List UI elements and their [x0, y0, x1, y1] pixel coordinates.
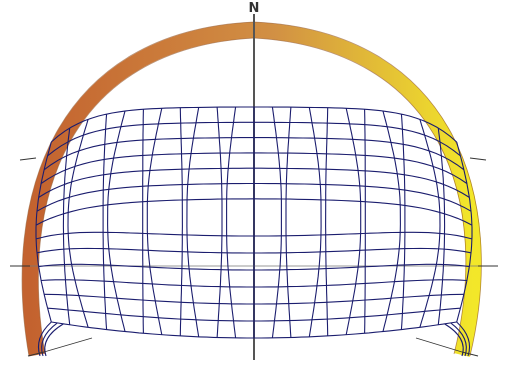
mesh-column-line [286, 107, 291, 337]
wireframe-mesh [36, 107, 472, 356]
leader-line-left [44, 338, 92, 352]
tick-mark-upper-right [470, 158, 486, 160]
sun-path-arc-edge-outer [22, 22, 481, 356]
north-label: N [249, 1, 260, 16]
leader-line-right [416, 338, 462, 352]
mesh-column-line [180, 108, 182, 336]
mesh-column-line [365, 109, 366, 333]
mesh-column-line [326, 108, 328, 336]
mesh-column-line [143, 109, 144, 333]
tick-mark-upper-left [20, 158, 36, 160]
sun-path-arc [30, 30, 473, 355]
mesh-column-line [217, 107, 222, 337]
